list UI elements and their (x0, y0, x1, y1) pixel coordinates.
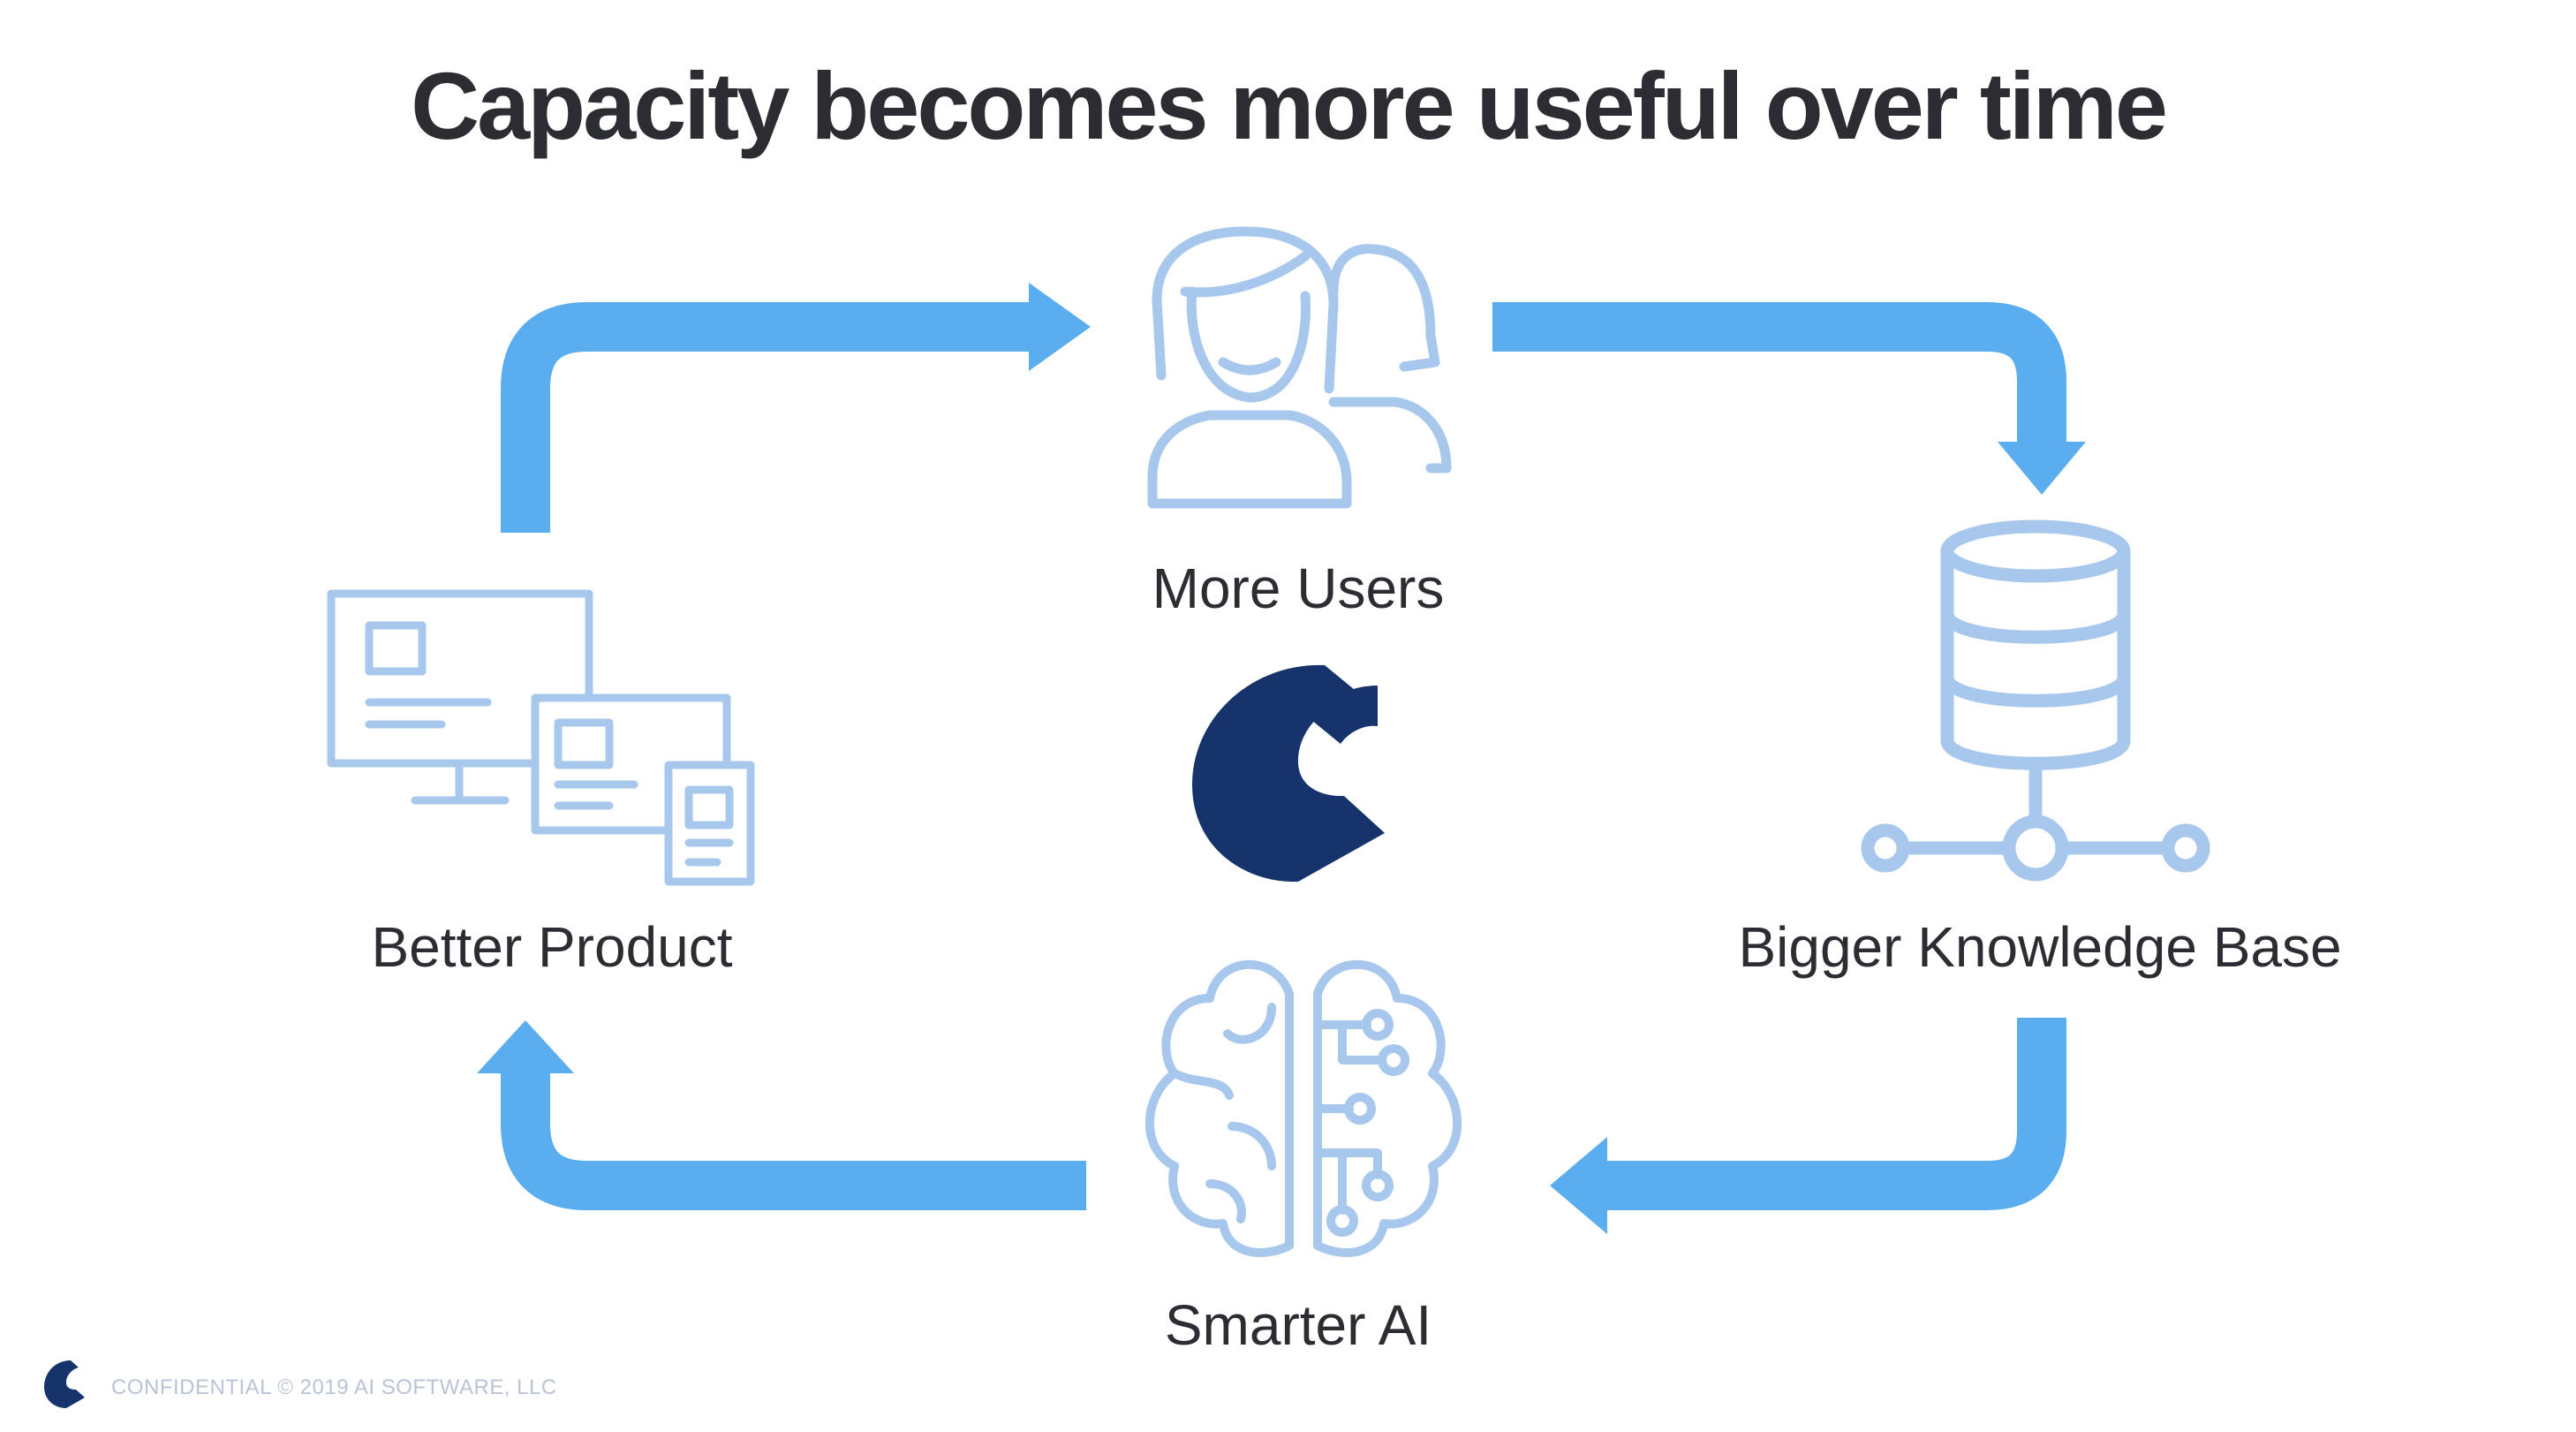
brain-circuit-icon (1144, 959, 1462, 1257)
arrow-head (1029, 283, 1091, 371)
arrow-shaft (501, 1069, 1086, 1210)
arrow-shaft (501, 302, 1042, 533)
arrow-users-to-knowledge (1492, 302, 2086, 495)
node-label-better-product: Better Product (371, 915, 733, 979)
footer-logo-icon (44, 1360, 85, 1408)
arrow-head (477, 1020, 574, 1073)
page-title: Capacity becomes more useful over time (411, 52, 2168, 159)
capacity-logo-icon (1192, 664, 1385, 883)
node-label-smarter-ai: Smarter AI (1164, 1293, 1432, 1357)
node-label-more-users: More Users (1152, 557, 1445, 620)
arrow-knowledge-to-ai (1550, 1018, 2066, 1234)
arrow-shaft (1492, 302, 2066, 451)
arrow-ai-to-product (477, 1020, 1086, 1210)
footer-confidential-text: CONFIDENTIAL © 2019 AI SOFTWARE, LLC (111, 1375, 557, 1399)
arrow-head (1998, 442, 2086, 495)
users-icon (1147, 226, 1452, 509)
node-label-bigger-knowledge-base: Bigger Knowledge Base (1738, 915, 2342, 979)
database-icon (1861, 519, 2210, 882)
arrow-product-to-users (501, 283, 1091, 533)
devices-icon (327, 589, 755, 886)
arrow-head (1550, 1137, 1607, 1234)
arrow-shaft (1598, 1018, 2066, 1210)
